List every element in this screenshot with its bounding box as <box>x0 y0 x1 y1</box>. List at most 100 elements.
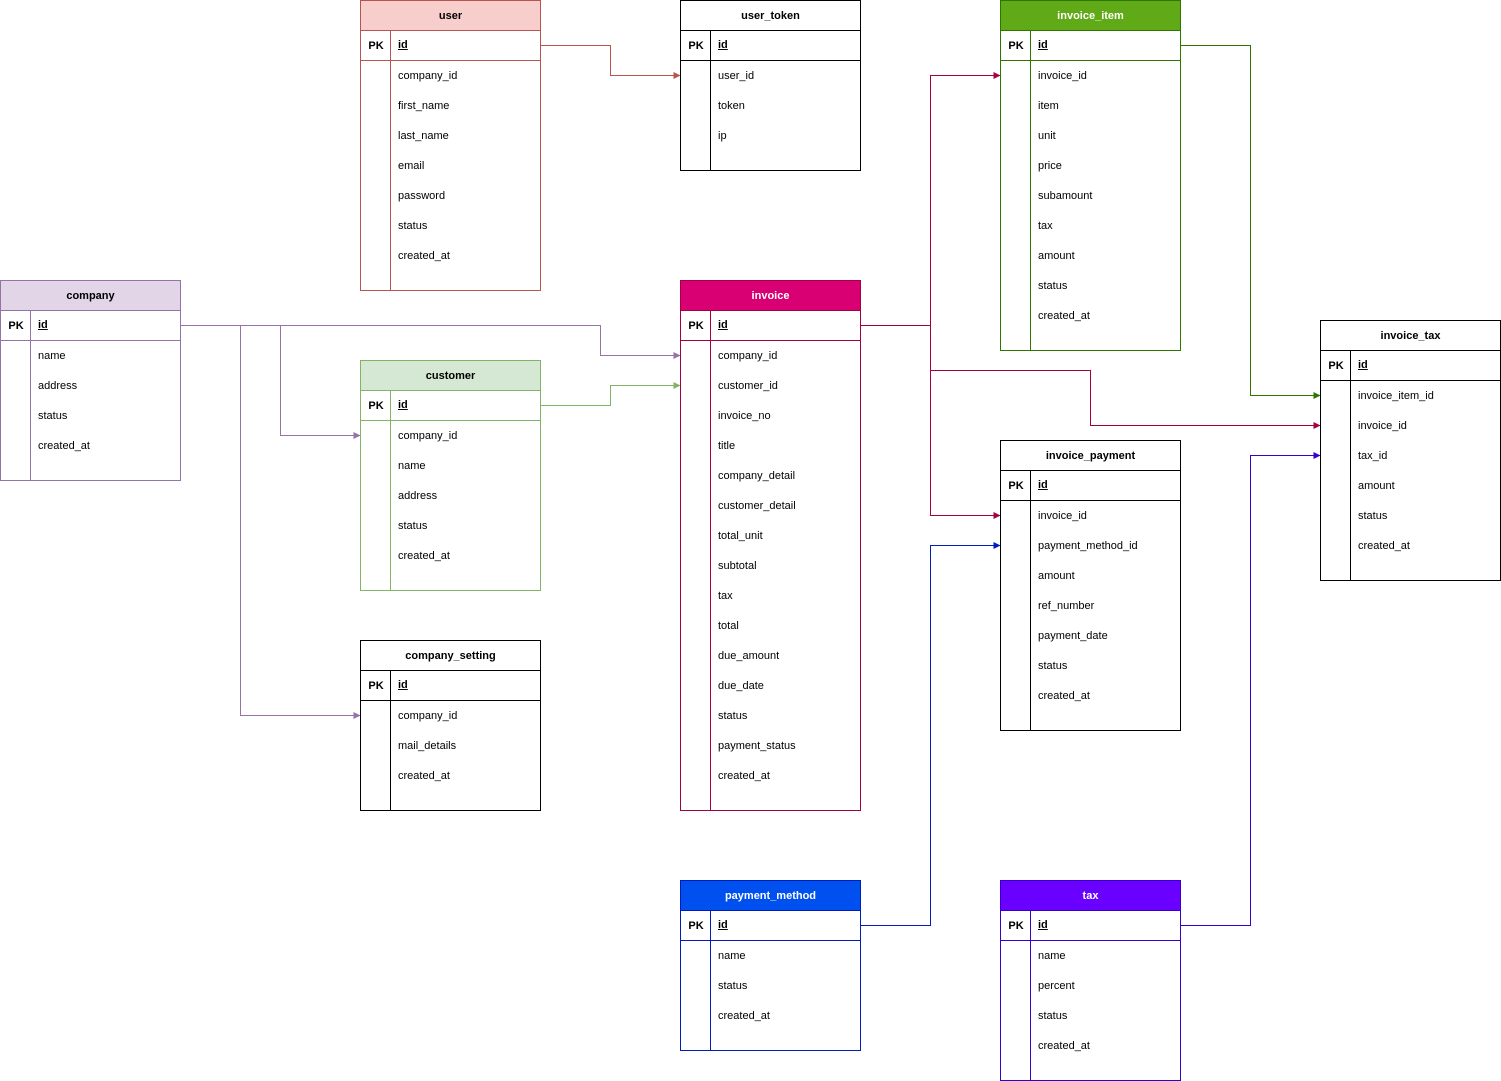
field-name: created_at <box>398 770 450 782</box>
pk-label: PK <box>368 679 384 692</box>
field-name: due_date <box>718 680 764 692</box>
field-name: password <box>398 190 446 202</box>
pk-field-name: id <box>398 679 408 691</box>
entity-title: invoice_tax <box>1321 321 1500 351</box>
entity-title: company <box>1 281 180 311</box>
field-name: company_id <box>398 70 458 82</box>
entity-title: invoice_payment <box>1001 441 1180 471</box>
relation-tax-to-invoice-tax <box>1180 452 1321 926</box>
field-name: user_id <box>718 70 755 82</box>
field-name: total <box>718 620 739 632</box>
key-column-divider <box>710 911 711 1050</box>
relation-company-to-customer <box>280 325 361 439</box>
pk-label: PK <box>1008 919 1024 932</box>
pk-field-name: id <box>398 399 408 411</box>
field-name: tax <box>1038 220 1053 232</box>
field-name: invoice_id <box>1038 510 1087 522</box>
entity-title: invoice_item <box>1001 1 1180 31</box>
primary-key-row: PK id <box>361 671 540 701</box>
field-name: last_name <box>398 130 449 142</box>
primary-key-row: PK id <box>1001 911 1180 941</box>
field-name: title <box>718 440 736 452</box>
relation-company-to-company-setting <box>240 325 361 719</box>
pk-label: PK <box>1328 359 1344 372</box>
entity-title: user_token <box>681 1 860 31</box>
pk-label: PK <box>368 399 384 412</box>
field-name: status <box>398 520 428 532</box>
field-name: percent <box>1038 980 1075 992</box>
field-name: amount <box>1038 250 1075 262</box>
field-name: mail_details <box>398 740 457 752</box>
field-name: amount <box>1038 570 1075 582</box>
field-name: price <box>1038 160 1062 172</box>
field-name: due_amount <box>718 650 780 662</box>
key-column-divider <box>390 31 391 290</box>
primary-key-row: PK id <box>361 391 540 421</box>
field-name: status <box>1038 280 1068 292</box>
field-name: subtotal <box>718 560 757 572</box>
field-name: created_at <box>398 550 450 562</box>
field-name: name <box>398 460 426 472</box>
pk-field-name: id <box>1358 359 1368 371</box>
field-name: name <box>38 350 66 362</box>
entity-title: company_setting <box>361 641 540 671</box>
field-name: status <box>1038 660 1068 672</box>
entity-title: invoice <box>681 281 860 311</box>
field-name: item <box>1038 100 1059 112</box>
field-name: customer_detail <box>718 500 796 512</box>
field-name: token <box>718 100 745 112</box>
field-name: email <box>398 160 425 172</box>
field-name: created_at <box>38 440 90 452</box>
relation-company-to-invoice <box>180 325 681 359</box>
field-name: created_at <box>1038 310 1090 322</box>
relation-payment-method-to-invoice-payment <box>860 542 1001 926</box>
key-column-divider <box>710 311 711 810</box>
pk-field-name: id <box>38 319 48 331</box>
pk-field-name: id <box>1038 39 1048 51</box>
key-column-divider <box>1350 351 1351 580</box>
field-name: name <box>1038 950 1066 962</box>
field-name: customer_id <box>718 380 778 392</box>
field-name: status <box>1038 1010 1068 1022</box>
entity-title: customer <box>361 361 540 391</box>
field-name: invoice_no <box>718 410 771 422</box>
field-name: amount <box>1358 480 1395 492</box>
pk-field-name: id <box>718 39 728 51</box>
key-column-divider <box>710 31 711 170</box>
entity-title: tax <box>1001 881 1180 911</box>
pk-field-name: id <box>398 39 408 51</box>
pk-label: PK <box>688 39 704 52</box>
pk-label: PK <box>688 919 704 932</box>
field-name: subamount <box>1038 190 1093 202</box>
pk-field-name: id <box>1038 919 1048 931</box>
field-name: company_id <box>718 350 778 362</box>
key-column-divider <box>390 391 391 590</box>
field-name: address <box>38 380 78 392</box>
field-name: name <box>718 950 746 962</box>
primary-key-row: PK id <box>1321 351 1500 381</box>
field-name: total_unit <box>718 530 763 542</box>
